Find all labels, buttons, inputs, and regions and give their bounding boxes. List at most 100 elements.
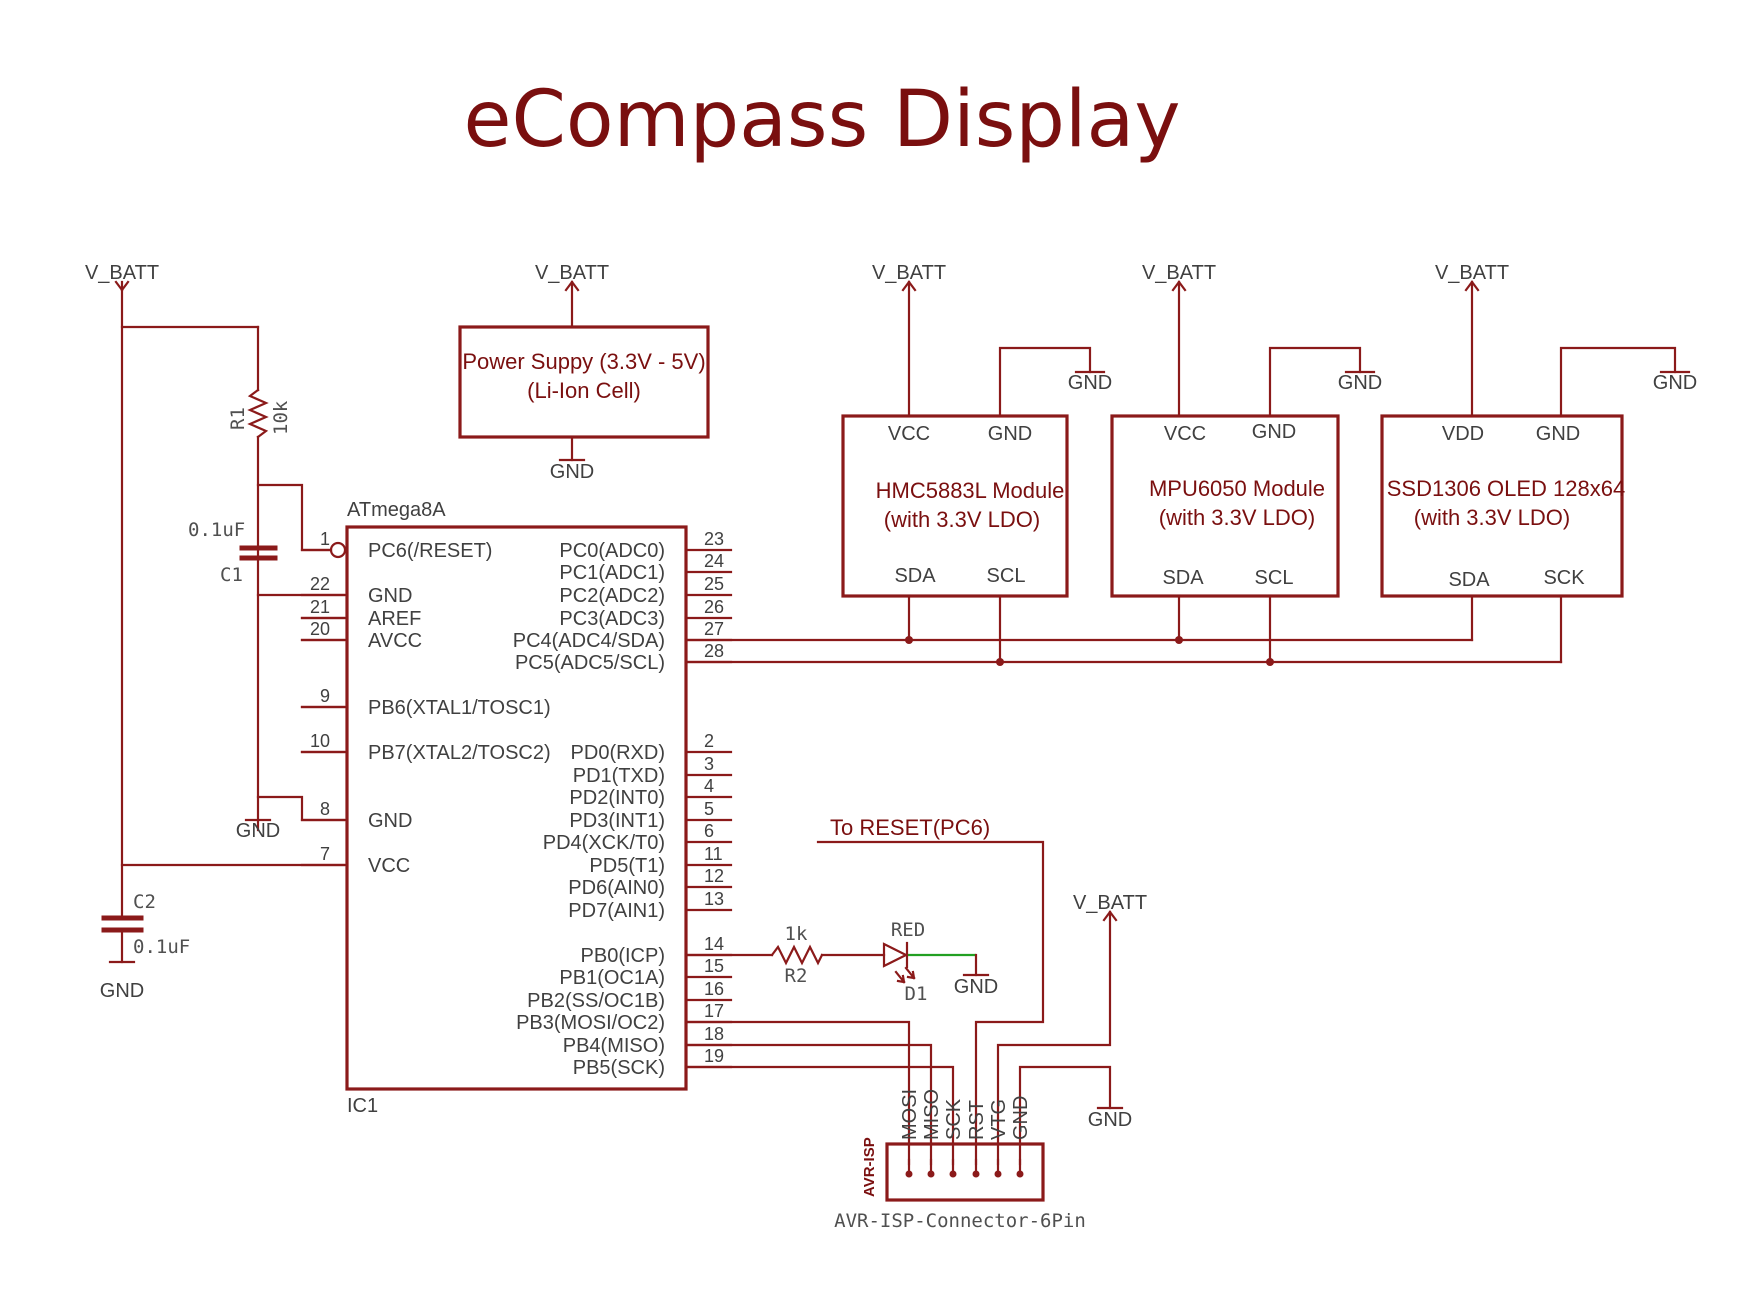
mcu-pin-name: PB4(MISO) — [563, 1035, 665, 1057]
mcu-pin-name: PD1(TXD) — [573, 765, 665, 787]
gnd-label-m2: GND — [1338, 372, 1382, 394]
m1-pin-data: SDA — [894, 565, 936, 587]
gnd-label-isp: GND — [1088, 1109, 1132, 1131]
mcu-pin-num: 2 — [704, 731, 714, 751]
mcu-atmega8a: ATmega8A IC1 1PC6(/RESET)22GND21AREF20AV… — [300, 499, 733, 1117]
gnd-label-m1: GND — [1068, 372, 1112, 394]
mcu-pin-num: 8 — [320, 799, 330, 819]
m2-pin-pwr: VCC — [1164, 423, 1206, 445]
mcu-pin-num: 20 — [310, 619, 330, 639]
isp-pin-label: SCK — [943, 1098, 965, 1140]
isp-part-label: AVR-ISP-Connector-6Pin — [834, 1210, 1086, 1232]
mcu-pin-name: PD4(XCK/T0) — [543, 832, 665, 854]
vbatt-label-m2: V_BATT — [1142, 262, 1216, 284]
m1-note: (with 3.3V LDO) — [884, 507, 1041, 532]
mcu-pin-name: PB0(ICP) — [581, 945, 665, 967]
r1-ref: R1 — [227, 407, 249, 430]
mcu-pin-num: 14 — [704, 934, 724, 954]
mcu-pin-num: 27 — [704, 619, 724, 639]
m1-name: HMC5883L Module — [876, 478, 1065, 503]
m2-pin-clk: SCL — [1255, 567, 1294, 589]
vbatt-label-isp: V_BATT — [1073, 892, 1147, 914]
mcu-pin-name: PC0(ADC0) — [559, 540, 665, 562]
mcu-pin-num: 21 — [310, 597, 330, 617]
isp-pin-label: MISO — [921, 1089, 943, 1140]
mcu-pin-num: 4 — [704, 776, 714, 796]
vbatt-label-m1: V_BATT — [872, 262, 946, 284]
mcu-pin-num: 22 — [310, 574, 330, 594]
gnd-label-m3: GND — [1653, 372, 1697, 394]
mcu-pin-num: 19 — [704, 1046, 724, 1066]
mcu-pin-num: 24 — [704, 551, 724, 571]
isp-pin-label: MOSI — [899, 1089, 921, 1140]
power-supply-block: V_BATT Power Suppy (3.3V - 5V) (Li-Ion C… — [458, 262, 710, 483]
c2-value: 0.1uF — [133, 936, 190, 958]
mcu-pin-num: 7 — [320, 844, 330, 864]
isp-pin-dot — [949, 1170, 957, 1178]
mcu-pin-num: 15 — [704, 956, 724, 976]
mcu-pin-name: PB2(SS/OC1B) — [527, 990, 665, 1012]
mcu-left-pins: 1PC6(/RESET)22GND21AREF20AVCC9PB6(XTAL1/… — [300, 529, 551, 877]
gnd8-wire — [256, 795, 346, 822]
left-vbatt-net: V_BATT — [85, 262, 260, 918]
mcu-pin-name: AREF — [368, 608, 421, 630]
m1-pin-clk: SCL — [987, 565, 1026, 587]
mcu-pin-name: PD5(T1) — [589, 855, 665, 877]
m1-pin-gnd: GND — [988, 423, 1032, 445]
m2-name: MPU6050 Module — [1149, 476, 1325, 501]
r2-value: 1k — [785, 923, 808, 945]
mcu-pin-num: 25 — [704, 574, 724, 594]
mcu-pin-num: 11 — [704, 844, 723, 864]
mcu-pin-name: PC3(ADC3) — [559, 608, 665, 630]
isp-pin-dot — [927, 1170, 935, 1178]
mcu-pin-num: 10 — [310, 731, 330, 751]
r2-ref: R2 — [785, 965, 808, 987]
mcu-pin-name: PD6(AIN0) — [568, 877, 665, 899]
mcu-ref-label: IC1 — [347, 1095, 378, 1117]
capacitor-c2: C2 0.1uF GND — [100, 891, 190, 1002]
mcu-pin-num: 23 — [704, 529, 724, 549]
mcu-pin-name: PB3(MOSI/OC2) — [516, 1012, 665, 1034]
mcu-pin-num: 13 — [704, 889, 724, 909]
r1-value: 10k — [270, 400, 292, 435]
mcu-pin-name: PB7(XTAL2/TOSC2) — [368, 742, 551, 764]
diagram-title: eCompass Display — [463, 75, 1180, 165]
mcu-pin-num: 28 — [704, 641, 724, 661]
m3-note: (with 3.3V LDO) — [1414, 505, 1571, 530]
mcu-pin-name: PD7(AIN1) — [568, 900, 665, 922]
isp-wiring: To RESET(PC6) V_BATT GND — [684, 815, 1147, 1166]
vbatt-label-ps: V_BATT — [535, 262, 609, 284]
mcu-pin-name: PD2(INT0) — [569, 787, 665, 809]
mcu-part-label: ATmega8A — [347, 499, 446, 521]
mcu-pin-num: 16 — [704, 979, 724, 999]
c1-value: 0.1uF — [188, 519, 245, 541]
mcu-pin-num: 12 — [704, 866, 724, 886]
mcu-pin-name: PD0(RXD) — [571, 742, 665, 764]
m1-pin-pwr: VCC — [888, 423, 930, 445]
isp-pin-dot — [1016, 1170, 1024, 1178]
mcu-pin-name: PB6(XTAL1/TOSC1) — [368, 697, 551, 719]
gnd-label-led: GND — [954, 976, 998, 998]
led-d1-symbol — [882, 942, 909, 968]
vbatt-label: V_BATT — [85, 262, 159, 284]
mcu-pin-name: AVCC — [368, 630, 422, 652]
c1-ref: C1 — [220, 564, 243, 586]
mcu-pin-name: GND — [368, 810, 412, 832]
isp-pin-label: VTG — [988, 1099, 1010, 1140]
reset-note: To RESET(PC6) — [830, 815, 990, 840]
mcu-right-pins: 23PC0(ADC0)24PC1(ADC1)25PC2(ADC2)26PC3(A… — [513, 529, 733, 1079]
isp-side-label: AVR-ISP — [861, 1137, 878, 1197]
mcu-pin-name: PC2(ADC2) — [559, 585, 665, 607]
mcu-pin-num: 17 — [704, 1001, 724, 1021]
module-ssd1306: V_BATT GND VDD GND SSD1306 OLED 128x64 (… — [1380, 262, 1697, 664]
led-circuit: 1k R2 RED D1 GND — [684, 919, 998, 1005]
m3-pin-pwr: VDD — [1442, 423, 1484, 445]
isp-pin-dot — [972, 1170, 980, 1178]
d1-ref: D1 — [905, 983, 928, 1005]
mcu-pin-num: 1 — [320, 529, 330, 549]
mcu-pin-name: PC1(ADC1) — [559, 562, 665, 584]
ps-line2: (Li-Ion Cell) — [527, 378, 641, 403]
mcu-pin-name: PB1(OC1A) — [559, 967, 665, 989]
